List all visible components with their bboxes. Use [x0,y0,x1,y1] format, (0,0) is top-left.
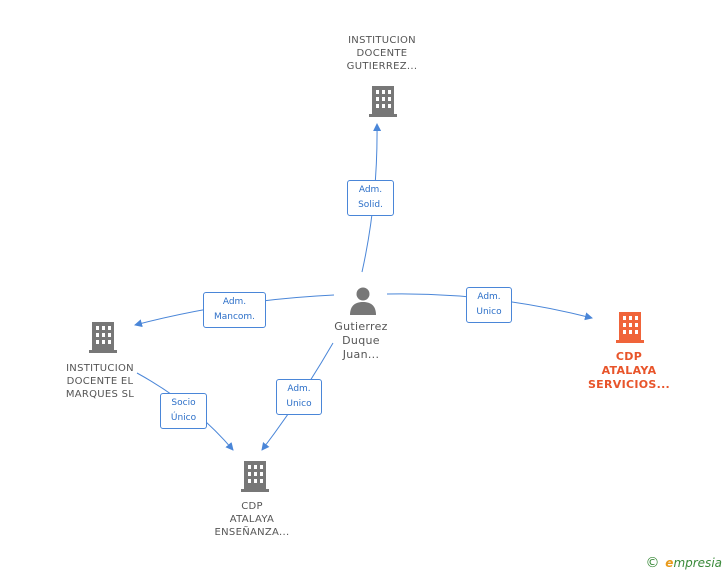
copyright-icon: © [645,555,660,571]
building-icon[interactable] [613,310,647,344]
edge-label-adm-unico-bottom[interactable]: Adm. Unico [276,379,322,415]
person-line1: Gutierrez [334,320,388,333]
company-bottom-line3: ENSEÑANZA... [214,527,290,538]
company-bottom-line2: ATALAYA [229,514,275,525]
company-left-line1: INSTITUCION [66,363,134,374]
company-left-line3: MARQUES SL [65,389,135,400]
company-top-label[interactable]: INSTITUCION DOCENTE GUTIERREZ... [322,34,442,73]
person-line3: Juan... [342,348,380,361]
edge-label-line1: Adm. [477,292,501,302]
company-bottom-line1: CDP [241,501,263,512]
edge-label-adm-unico-right[interactable]: Adm. Unico [466,287,512,323]
company-bottom-label[interactable]: CDP ATALAYA ENSEÑANZA... [192,500,312,539]
building-icon[interactable] [238,459,272,493]
building-icon[interactable] [86,320,120,354]
edge-label-adm-solid[interactable]: Adm. Solid. [347,180,394,216]
company-right-line3: SERVICIOS... [587,378,671,391]
edge-label-line2: Unico [286,399,312,409]
company-top-line3: GUTIERREZ... [346,61,418,72]
building-icon[interactable] [366,84,400,118]
edge-label-line2: Mancom. [213,312,256,322]
edge-label-line2: Único [170,413,197,423]
company-top-line2: DOCENTE [356,48,408,59]
edge-label-line1: Adm. [222,297,247,307]
brand-footer: © empresia [645,555,722,571]
company-right-label[interactable]: CDP ATALAYA SERVICIOS... [569,350,689,392]
edge-label-line2: Unico [476,307,502,317]
company-top-line1: INSTITUCION [348,35,416,46]
company-left-label[interactable]: INSTITUCION DOCENTE EL MARQUES SL [40,362,160,401]
edge-label-line1: Socio [171,398,196,408]
person-icon[interactable] [347,284,379,316]
brand-logo-initial: e [665,556,674,570]
edge-label-line1: Adm. [287,384,311,394]
edge-label-adm-mancom[interactable]: Adm. Mancom. [203,292,266,328]
company-left-line2: DOCENTE EL [66,376,134,387]
edge-label-line2: Solid. [358,200,383,210]
person-line2: Duque [342,334,380,347]
brand-logo-text: mpresia [673,556,722,570]
company-right-line2: ATALAYA [601,364,657,377]
edge-label-socio-unico[interactable]: Socio Único [160,393,207,429]
person-label[interactable]: Gutierrez Duque Juan... [311,320,411,362]
edge-label-line1: Adm. [358,185,383,195]
company-right-line1: CDP [615,350,643,363]
